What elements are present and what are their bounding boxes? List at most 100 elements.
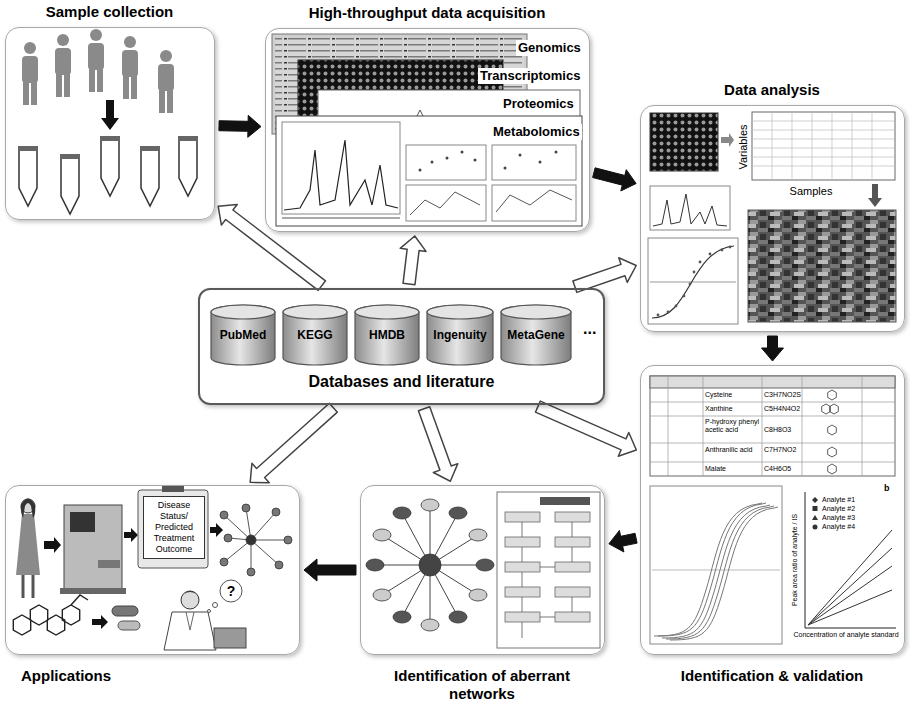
validation-plots	[808, 530, 892, 625]
axis-label: Samples	[790, 185, 833, 198]
clinical-applications	[284, 536, 292, 544]
network-graphs	[366, 499, 494, 631]
people-and-tubes	[57, 34, 69, 46]
people-and-tubes	[178, 136, 198, 141]
table-cell: C7H7NO2	[764, 446, 801, 454]
result-text: Disease Status/ Predicted Treatment Outc…	[144, 497, 204, 558]
analysis-plots	[648, 112, 896, 324]
omics-label: Transcriptomics	[478, 68, 582, 84]
network-graphs	[373, 529, 391, 541]
clinical-applications	[214, 628, 246, 648]
network-graphs	[522, 572, 523, 587]
analysis-plots	[650, 186, 730, 230]
validation-plots	[802, 376, 803, 476]
people-and-tubes	[22, 56, 38, 83]
validation-plots	[650, 402, 895, 403]
network-graphs	[421, 499, 439, 511]
cylinder-top	[355, 305, 419, 319]
clinical-applications	[98, 560, 120, 568]
panel-title: High-throughput data acquisition	[266, 4, 588, 22]
resource-arrow	[535, 401, 636, 456]
omics-label: Genomics	[516, 40, 583, 56]
analysis-plots	[650, 282, 736, 283]
database-cylinder: MetaGene	[500, 304, 572, 366]
process-panel: Data analysisVariablesSamples	[640, 105, 905, 332]
validation-plots	[828, 447, 837, 457]
people-and-tubes	[19, 140, 197, 214]
analysis-plots	[772, 112, 773, 180]
people-and-tubes	[24, 42, 36, 54]
network-graphs	[522, 547, 523, 562]
omics-screens	[419, 151, 558, 172]
legend-label: Analyte #4	[822, 523, 855, 531]
cylinder-top	[283, 305, 347, 319]
omics-screens	[276, 116, 582, 226]
cylinder-body	[427, 305, 493, 365]
people-and-tubes	[56, 73, 62, 97]
analysis-plots	[657, 246, 732, 317]
group-title: Databases and literature	[200, 372, 603, 391]
validation-plots	[808, 566, 892, 625]
question-mark: ?	[227, 583, 236, 599]
clinical-applications	[251, 540, 288, 541]
network-graphs	[555, 512, 590, 522]
people-and-tubes	[159, 89, 165, 113]
analysis-plots	[689, 283, 692, 286]
panel-letter: b	[884, 483, 890, 493]
validation-plots	[808, 530, 892, 625]
people-and-tubes	[89, 68, 95, 92]
analysis-plots	[752, 121, 895, 122]
clinical-applications	[186, 612, 194, 630]
network-graphs	[476, 559, 494, 571]
clinical-applications	[181, 591, 199, 598]
network-graphs	[522, 522, 572, 638]
validation-plots	[650, 443, 895, 444]
clinical-applications	[220, 511, 228, 519]
validation-plots	[654, 503, 778, 640]
network-graphs	[522, 622, 523, 638]
panel-title: Data analysis	[641, 81, 903, 99]
omics-screens	[406, 145, 486, 180]
clinical-applications	[71, 595, 88, 605]
cylinder-body	[211, 305, 275, 365]
clinical-applications	[70, 512, 95, 532]
network-graphs	[421, 619, 439, 631]
table-cell: Anthranilic acid	[705, 446, 760, 454]
validation-plots	[813, 525, 818, 530]
analysis-plots	[872, 112, 873, 180]
table-cell: Malate	[705, 465, 760, 473]
validation-plots	[658, 503, 766, 636]
analysis-plots	[832, 112, 833, 180]
analysis-plots	[693, 271, 696, 274]
network-graphs	[505, 562, 540, 572]
resource-arrow	[250, 403, 337, 482]
clinical-applications	[247, 568, 255, 576]
network-graphs	[469, 529, 487, 541]
clinical-applications	[112, 606, 138, 616]
network-graphs	[572, 547, 573, 562]
process-panel: ApplicationsDisease Status/ Predicted Tr…	[5, 485, 300, 655]
analysis-plots	[748, 210, 896, 322]
network-graphs	[555, 587, 590, 597]
omics-label: Proteomics	[501, 96, 576, 112]
people-and-tubes	[122, 50, 138, 77]
clinical-applications	[272, 508, 280, 516]
omics-screens	[419, 169, 422, 172]
network-graphs	[366, 559, 384, 571]
clinical-applications	[220, 504, 292, 576]
omics-label: Metabolomics	[491, 124, 582, 140]
omics-screens	[496, 190, 572, 212]
validation-plots	[822, 404, 831, 414]
legend-label: Analyte #3	[822, 514, 855, 522]
omics-screens	[272, 34, 582, 226]
clinical-applications	[224, 534, 232, 542]
clinical-applications	[62, 605, 79, 625]
legend-label: Analyte #1	[822, 496, 855, 504]
clinical-applications	[44, 537, 61, 553]
validation-plots	[650, 376, 896, 644]
people-and-tubes	[179, 140, 197, 196]
cylinder-body	[355, 305, 419, 365]
validation-plots	[650, 376, 895, 388]
clinical-applications	[22, 575, 25, 598]
network-graphs	[505, 612, 540, 622]
